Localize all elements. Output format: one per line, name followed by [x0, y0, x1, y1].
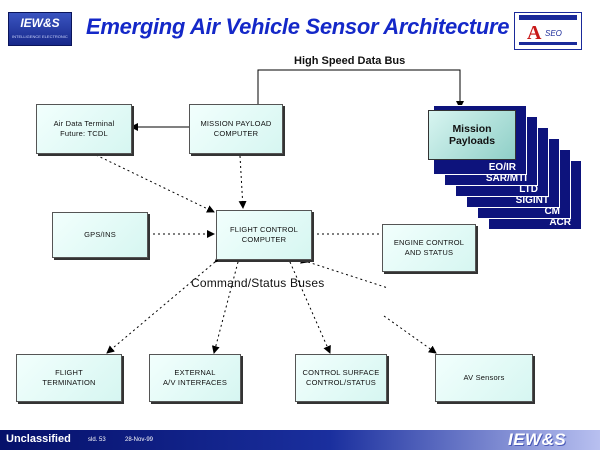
fcc-termination-link — [106, 254, 223, 354]
aseo-logo: A SEO — [514, 12, 582, 50]
aseo-logo-letters: SEO — [545, 29, 562, 38]
flight-termination-box: FLIGHT TERMINATION — [16, 354, 122, 402]
fcc-engine-lower-link — [300, 256, 389, 289]
gps-ins-box: GPS/INS — [52, 212, 148, 258]
mpc-fcc-link — [235, 148, 247, 209]
external-interfaces-box: EXTERNAL A/V INTERFACES — [149, 354, 241, 402]
av-sensors-label: AV Sensors — [463, 373, 505, 382]
footer-bar — [0, 430, 600, 450]
classification-label: Unclassified — [6, 433, 71, 445]
iews-logo: IEW&S INTELLIGENCE ELECTRONIC WARFARE — [8, 12, 72, 46]
mission-payloads-box: Mission Payloads — [428, 110, 516, 160]
command-status-buses-label: Command/Status Buses — [191, 276, 325, 290]
page-title: Emerging Air Vehicle Sensor Architecture — [86, 14, 510, 39]
high-speed-bus-line — [254, 69, 464, 111]
payload-sigint-label: SIGINT — [515, 195, 549, 206]
payload-cm-label: CM — [544, 206, 560, 217]
fcc-control-surface-link — [283, 253, 331, 354]
payload-ltd-label: LTD — [519, 184, 538, 195]
av-sensors-box: AV Sensors — [435, 354, 533, 402]
aseo-logo-letter: A — [527, 22, 542, 44]
flight-termination-label: FLIGHT TERMINATION — [42, 368, 96, 387]
payload-sar-mti-label: SAR/MTI — [485, 173, 527, 184]
flight-control-computer-box: FLIGHT CONTROL COMPUTER — [216, 210, 312, 260]
air-data-terminal-box: Air Data Terminal Future: TCDL — [36, 104, 132, 154]
flight-control-computer-label: FLIGHT CONTROL COMPUTER — [229, 225, 299, 244]
payload-acr-label: ACR — [549, 217, 571, 228]
mission-payload-computer-box: MISSION PAYLOAD COMPUTER — [189, 104, 283, 154]
gps-ins-label: GPS/INS — [84, 230, 116, 239]
iews-logo-subtext: INTELLIGENCE ELECTRONIC WARFARE — [12, 34, 68, 39]
air-data-terminal-label: Air Data Terminal Future: TCDL — [53, 119, 115, 138]
high-speed-bus-label: High Speed Data Bus — [294, 55, 406, 67]
control-surface-box: CONTROL SURFACE CONTROL/STATUS — [295, 354, 387, 402]
engine-control-box: ENGINE CONTROL AND STATUS — [382, 224, 476, 272]
external-interfaces-label: EXTERNAL A/V INTERFACES — [162, 368, 228, 387]
payload-eo-ir-label: EO/IR — [488, 162, 516, 173]
mission-payloads-label: Mission Payloads — [448, 123, 496, 147]
fcc-external-link — [211, 254, 244, 354]
slide-date: 28-Nov-99 — [125, 437, 154, 443]
adt-fcc-link — [87, 148, 215, 213]
av-sensors-link — [383, 315, 437, 354]
aseo-logo-top-bar — [519, 15, 577, 20]
iews-logo-text: IEW&S — [20, 16, 60, 30]
aseo-logo-bottom-bar — [519, 42, 577, 45]
control-surface-label: CONTROL SURFACE CONTROL/STATUS — [302, 368, 380, 387]
slide-number: sld. 53 — [88, 437, 106, 443]
footer-logo: IEW&S — [508, 430, 567, 449]
mission-payload-computer-label: MISSION PAYLOAD COMPUTER — [200, 119, 272, 138]
engine-control-label: ENGINE CONTROL AND STATUS — [393, 238, 465, 257]
